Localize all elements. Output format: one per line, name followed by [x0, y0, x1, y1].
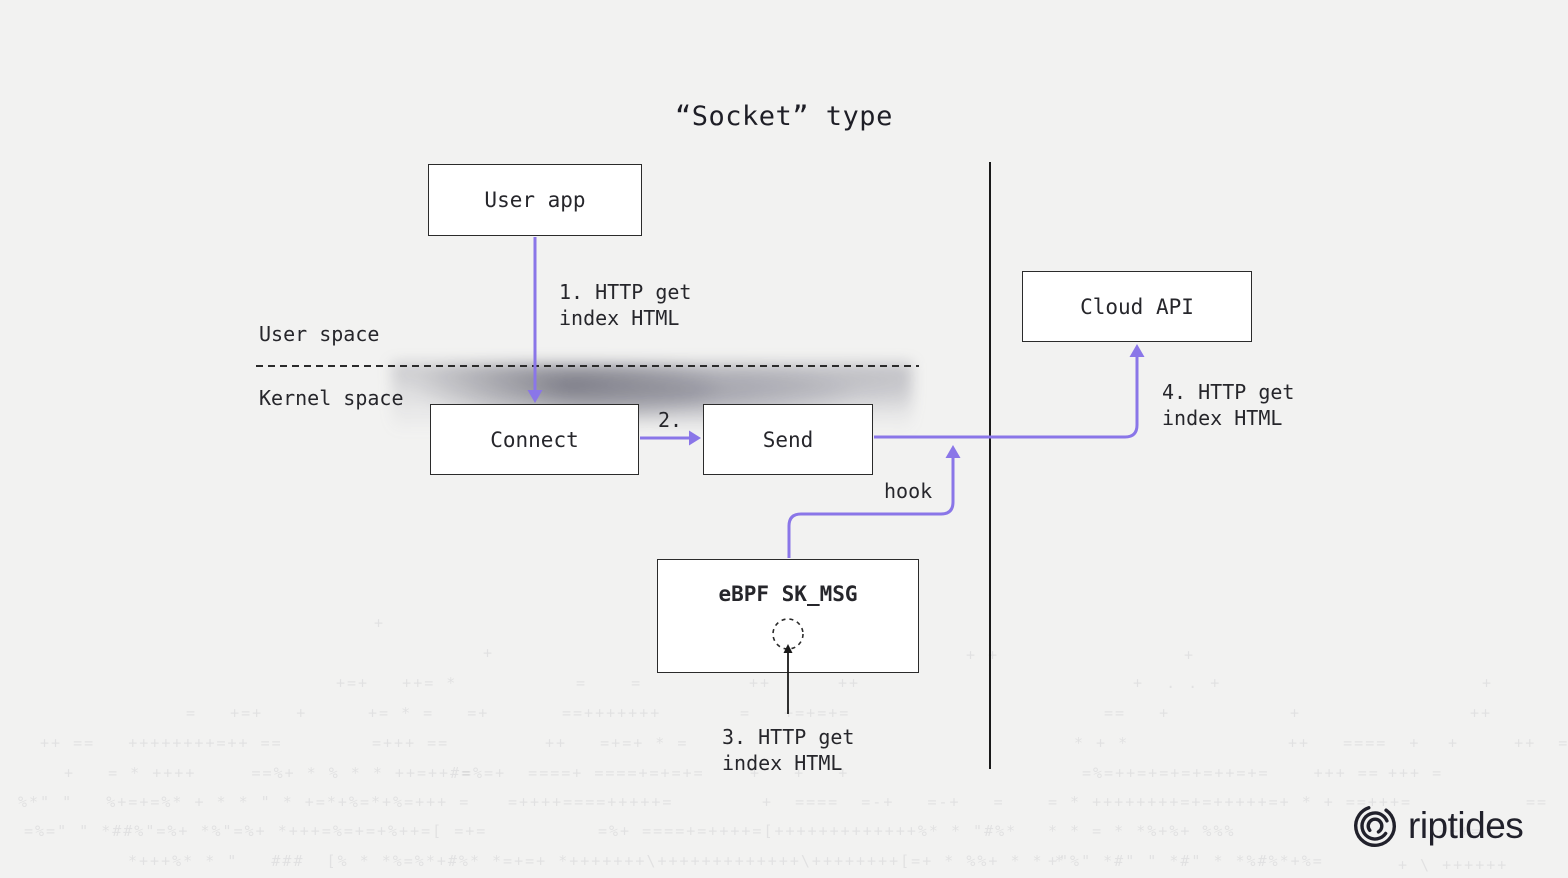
background-ascii-noise: ++ ==== +: [1288, 734, 1421, 752]
background-ascii-noise: + +: [966, 646, 1000, 664]
user-app-box: User app: [428, 164, 642, 236]
background-ascii-noise: +: [1290, 704, 1302, 722]
background-ascii-noise: + . . +: [1133, 674, 1222, 692]
diagram-title: “Socket” type: [675, 101, 893, 132]
background-ascii-noise: ++: [838, 674, 861, 692]
background-ascii-noise: = =: [576, 674, 643, 692]
cloud-api-label: Cloud API: [1080, 294, 1194, 319]
background-ascii-noise: * + *: [1074, 734, 1130, 752]
kernel-space-label: Kernel space: [259, 386, 404, 410]
background-ascii-noise: + \ ++++++: [1398, 856, 1509, 874]
background-ascii-noise: =%=" " *##%"=%+ *%"=%+ *+++=%=+=+%++=[ =…: [24, 822, 488, 840]
background-ascii-noise: + ++ =: [1448, 734, 1568, 752]
background-ascii-noise: + ==== =-+ =-+ =: [762, 793, 1005, 811]
background-ascii-noise: ++: [1470, 704, 1493, 722]
background-ascii-noise: += * = =+: [368, 704, 490, 722]
step1-annotation: 1. HTTP get index HTML: [559, 280, 692, 330]
background-ascii-noise: =+++ ==: [372, 734, 450, 752]
background-ascii-noise: = * ++++++++=+=+++++=+ * + ==+++=: [1048, 793, 1413, 811]
background-ascii-noise: = +=+=+=: [740, 704, 851, 722]
send-label: Send: [762, 427, 814, 452]
background-ascii-noise: * * = * *%+%+ %%%: [1048, 822, 1236, 840]
background-ascii-noise: =++++====+++++=: [508, 793, 674, 811]
step3-annotation: 3. HTTP get index HTML: [722, 725, 855, 775]
background-ascii-noise: == +: [1104, 704, 1171, 722]
background-ascii-noise: +: [483, 644, 495, 662]
background-ascii-noise: *+++%* * " ### [% * *%=%*+#%* *=+=+ *+++…: [128, 852, 1066, 870]
riptides-swirl-icon: [1354, 805, 1396, 847]
cloud-api-box: Cloud API: [1022, 271, 1252, 342]
background-ascii-noise: + + +: [750, 764, 850, 782]
ebpf-sk-msg-label: eBPF SK_MSG: [718, 582, 858, 606]
background-ascii-noise: +"%" *#" " *#" * *%#%*+%=: [1048, 852, 1324, 870]
background-ascii-noise: =%+ ====+=++++=[+++++++++++++%* * "#%*: [598, 822, 1018, 840]
step2-annotation: 2.: [658, 408, 683, 432]
background-ascii-noise: =%=++=+=+=+=++=+= +++ ==: [1082, 764, 1380, 782]
riptides-logo: riptides: [1352, 803, 1524, 849]
background-ascii-noise: = +=+ +: [186, 704, 308, 722]
user-space-label: User space: [259, 322, 380, 346]
background-ascii-noise: +: [1184, 646, 1196, 664]
background-ascii-noise: %*" " %+=+=%* + * * " * +=*+%=*+%=+++ =: [18, 793, 471, 811]
connect-label: Connect: [490, 427, 579, 452]
connect-box: Connect: [430, 404, 639, 475]
step4-annotation: 4. HTTP get index HTML: [1162, 380, 1295, 430]
background-ascii-noise: ++ =+=+ * =: [545, 734, 689, 752]
hook-annotation: hook: [884, 479, 933, 503]
background-ascii-noise: ==: [1526, 793, 1549, 811]
background-ascii-noise: +: [374, 614, 386, 632]
background-ascii-noise: ==+++++++: [562, 704, 662, 722]
user-app-label: User app: [484, 188, 586, 212]
send-box: Send: [703, 404, 873, 475]
background-ascii-noise: +=+ ++= *: [336, 674, 458, 692]
background-ascii-noise: + = * ++++ ==%+ * % * * ++=++#=: [64, 764, 473, 782]
background-ascii-noise: ++ == ++++++++=++ ==: [40, 734, 283, 752]
background-ascii-noise: ++: [749, 674, 772, 692]
background-ascii-noise: +++=: [1438, 822, 1483, 840]
background-ascii-noise: +: [1482, 674, 1494, 692]
riptides-wordmark: riptides: [1408, 805, 1524, 846]
ebpf-sk-msg-box: eBPF SK_MSG: [657, 559, 919, 673]
background-ascii-noise: =%=+ ====+ ====+=+=+=: [462, 764, 705, 782]
background-ascii-noise: +++ =: [1388, 764, 1444, 782]
